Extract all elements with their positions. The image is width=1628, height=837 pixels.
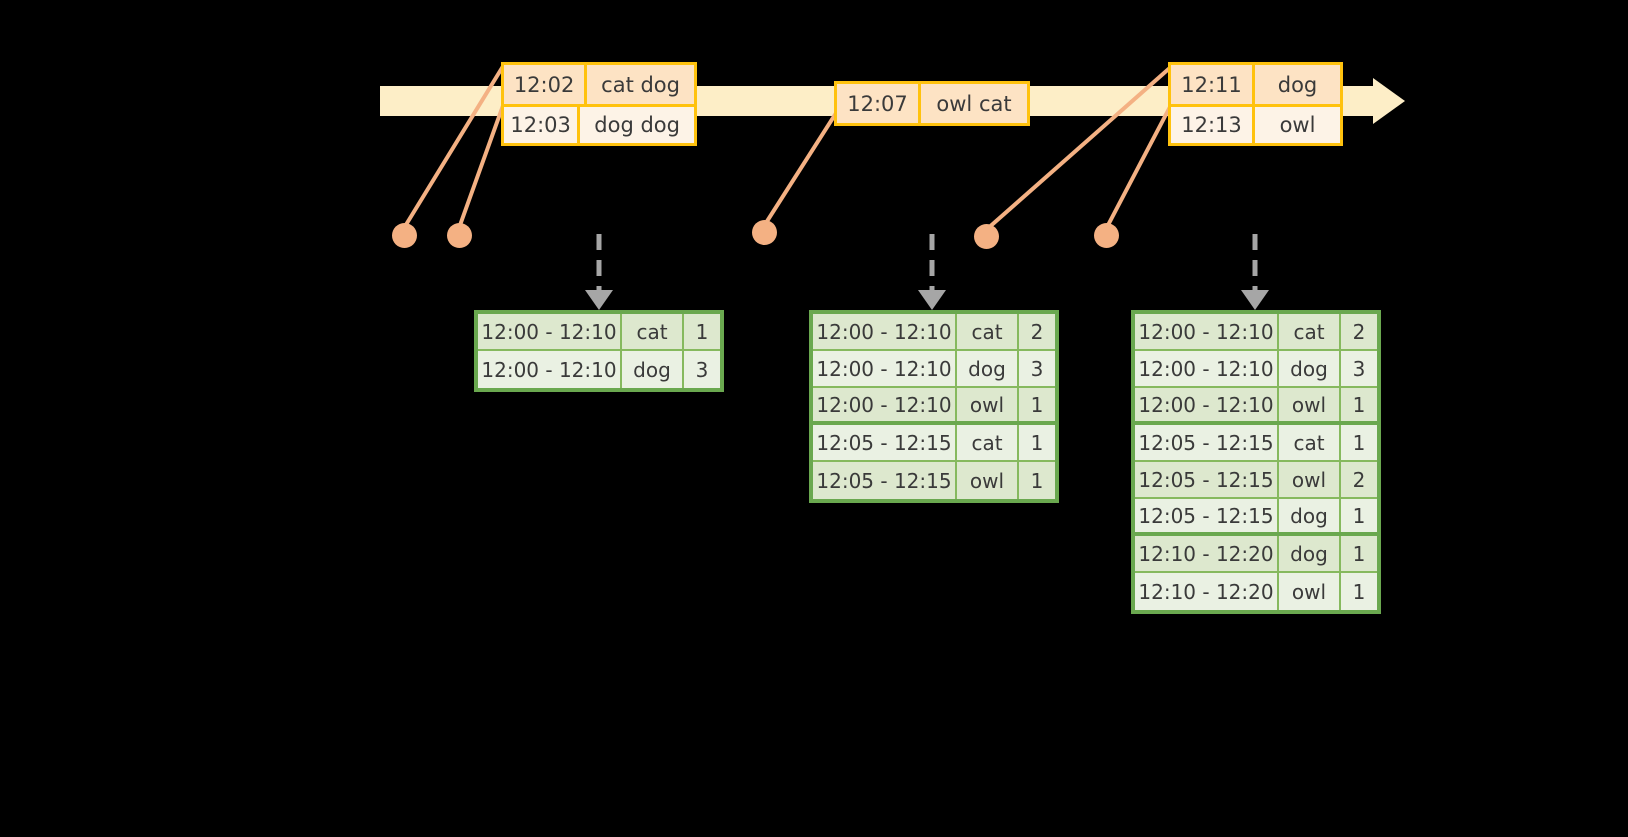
cell-count: 3 <box>1352 356 1366 381</box>
event-row: 12:13 owl <box>1171 104 1340 143</box>
cell-count: 1 <box>1352 579 1366 604</box>
marker-dot-3 <box>752 220 777 245</box>
cell-word: dog <box>1279 351 1341 386</box>
event-box-3: 12:11 dog 12:13 owl <box>1168 62 1343 146</box>
event-words: owl <box>1279 113 1316 137</box>
cell-word: cat <box>957 425 1019 460</box>
cell-word: owl <box>1279 462 1341 497</box>
marker-dot-1 <box>392 223 417 248</box>
dashed-arrow-1 <box>585 234 613 310</box>
cell-count: 1 <box>1352 392 1366 417</box>
cell-window: 12:00 - 12:10 <box>813 351 957 386</box>
cell-word: dog <box>1279 536 1341 571</box>
cell-count: 2 <box>1030 319 1044 344</box>
cell-window: 12:00 - 12:10 <box>813 314 957 349</box>
cell-window: 12:05 - 12:15 <box>813 425 957 460</box>
event-row: 12:07 owl cat <box>837 84 1027 123</box>
marker-dot-2 <box>447 223 472 248</box>
event-time: 12:11 <box>1171 65 1255 104</box>
cell-window: 12:05 - 12:15 <box>1135 499 1279 532</box>
cell-window: 12:00 - 12:10 <box>478 351 622 388</box>
cell-word: owl <box>957 388 1019 421</box>
cell-count: 2 <box>1352 319 1366 344</box>
cell-word: owl <box>957 462 1019 499</box>
marker-dot-5 <box>1094 223 1119 248</box>
event-time: 12:13 <box>1171 107 1255 143</box>
cell-word: cat <box>957 314 1019 349</box>
cell-count: 3 <box>1030 356 1044 381</box>
cell-window: 12:05 - 12:15 <box>813 462 957 499</box>
cell-word: cat <box>1279 425 1341 460</box>
event-words: cat dog <box>601 72 680 97</box>
cell-word: cat <box>622 314 684 349</box>
event-box-1: 12:02 cat dog 12:03 dog dog <box>501 62 697 146</box>
marker-dot-4 <box>974 224 999 249</box>
event-words: owl cat <box>936 91 1012 116</box>
cell-count: 1 <box>1030 392 1044 417</box>
event-box-2: 12:07 owl cat <box>834 81 1030 126</box>
cell-window: 12:00 - 12:10 <box>478 314 622 349</box>
cell-count: 1 <box>1352 503 1366 528</box>
cell-count: 1 <box>1352 541 1366 566</box>
cell-window: 12:10 - 12:20 <box>1135 536 1279 571</box>
leader-line-3 <box>762 108 840 228</box>
cell-window: 12:00 - 12:10 <box>1135 314 1279 349</box>
cell-count: 2 <box>1352 467 1366 492</box>
event-words: dog <box>1277 72 1318 97</box>
cell-count: 1 <box>1030 468 1044 493</box>
dashed-arrow-2 <box>918 234 946 310</box>
event-row: 12:03 dog dog <box>504 104 694 143</box>
cell-count: 1 <box>695 319 709 344</box>
cell-word: dog <box>957 351 1019 386</box>
event-row: 12:11 dog <box>1171 65 1340 104</box>
leader-line-2 <box>457 99 507 229</box>
cell-window: 12:00 - 12:10 <box>1135 388 1279 421</box>
cell-count: 3 <box>695 357 709 382</box>
cell-word: cat <box>1279 314 1341 349</box>
cell-window: 12:05 - 12:15 <box>1135 462 1279 497</box>
cell-word: owl <box>1279 573 1341 610</box>
cell-count: 1 <box>1352 430 1366 455</box>
event-row: 12:02 cat dog <box>504 65 694 104</box>
dashed-arrow-3 <box>1241 234 1269 310</box>
cell-window: 12:10 - 12:20 <box>1135 573 1279 610</box>
cell-window: 12:00 - 12:10 <box>813 388 957 421</box>
cell-word: dog <box>622 351 684 388</box>
cell-word: owl <box>1279 388 1341 421</box>
cell-count: 1 <box>1030 430 1044 455</box>
event-time: 12:07 <box>837 84 921 123</box>
leader-line-5 <box>1104 102 1174 230</box>
timeline-arrowhead-icon <box>1373 78 1405 124</box>
cell-window: 12:00 - 12:10 <box>1135 351 1279 386</box>
cell-window: 12:05 - 12:15 <box>1135 425 1279 460</box>
cell-word: dog <box>1279 499 1341 532</box>
event-words: dog dog <box>594 113 680 137</box>
event-time: 12:03 <box>504 107 581 143</box>
event-time: 12:02 <box>504 65 588 104</box>
